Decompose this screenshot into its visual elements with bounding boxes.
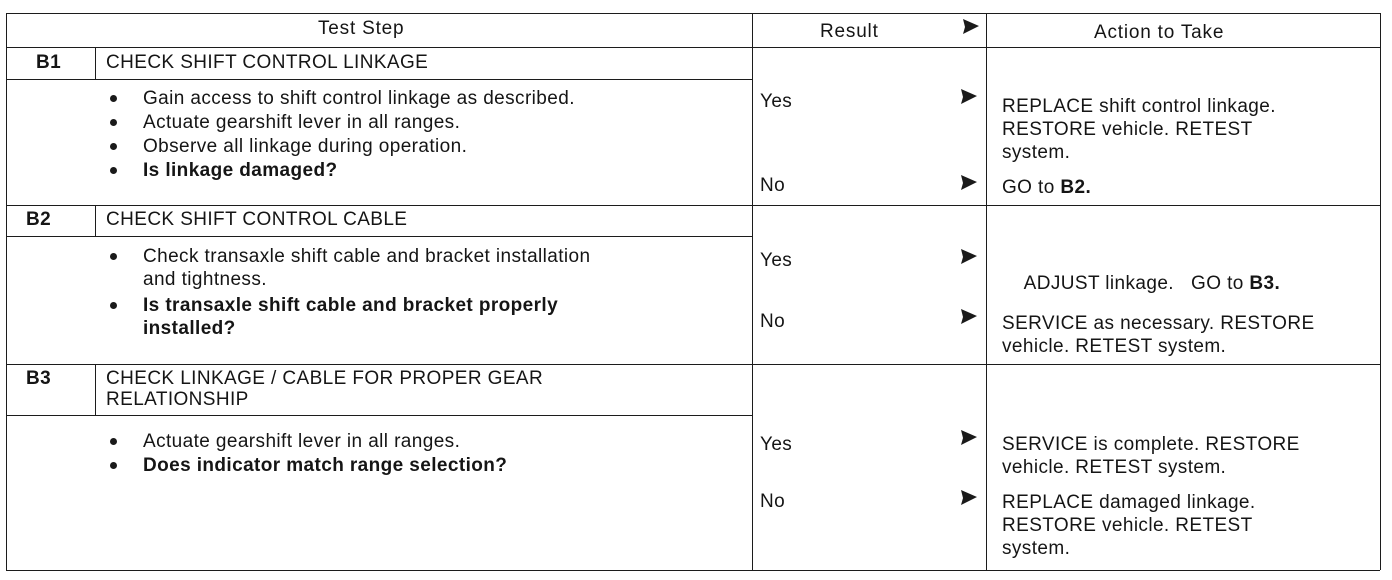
table-border-right xyxy=(1380,13,1381,570)
b2-bullet-1-line-2: and tightness. xyxy=(143,269,267,290)
b1-action-no: GO to B2. xyxy=(1002,177,1091,199)
b2-action-yes-ref: B3. xyxy=(1249,273,1281,294)
b3-action-no-line-2: RESTORE vehicle. RETEST xyxy=(1002,515,1253,536)
b2-result-no: No xyxy=(760,311,786,332)
b3-result-yes: Yes xyxy=(760,434,793,455)
b1-action-yes-line-2: RESTORE vehicle. RETEST xyxy=(1002,119,1253,140)
b2-title-divider xyxy=(6,236,752,237)
b1-bullet-2: Actuate gearshift lever in all ranges. xyxy=(143,112,461,133)
b3-title-divider xyxy=(6,415,752,416)
b1-title-divider xyxy=(6,79,752,80)
b2-bullet-2-line-2: installed? xyxy=(143,318,236,339)
step-title-b1: CHECK SHIFT CONTROL LINKAGE xyxy=(106,52,429,73)
b3-action-yes-line-2: vehicle. RETEST system. xyxy=(1002,457,1227,478)
b1-action-yes-line-1: REPLACE shift control linkage. xyxy=(1002,96,1276,117)
b1-action-no-text: GO to xyxy=(1002,177,1061,198)
header-action: Action to Take xyxy=(1094,22,1225,43)
b1-result-yes: Yes xyxy=(760,91,793,112)
b2-bullet-2-line-1: Is transaxle shift cable and bracket pro… xyxy=(143,295,559,316)
b1-action-no-ref: B2. xyxy=(1060,177,1092,198)
bullet-icon xyxy=(110,302,117,309)
step-id-divider-b3 xyxy=(95,364,96,415)
table-border-bottom xyxy=(6,570,1380,571)
section-divider-b3 xyxy=(6,364,1380,365)
step-id-b3: B3 xyxy=(26,368,52,389)
right-arrow-icon xyxy=(960,489,978,507)
column-divider-result xyxy=(752,13,753,570)
b2-bullet-1-line-1: Check transaxle shift cable and bracket … xyxy=(143,246,591,267)
b2-action-no-line-2: vehicle. RETEST system. xyxy=(1002,336,1227,357)
right-arrow-icon xyxy=(960,429,978,447)
b1-bullet-3: Observe all linkage during operation. xyxy=(143,136,468,157)
section-divider-b2 xyxy=(6,205,1380,206)
right-arrow-icon xyxy=(962,18,980,36)
right-arrow-icon xyxy=(960,88,978,106)
step-id-b1: B1 xyxy=(36,52,62,73)
bullet-icon xyxy=(110,462,117,469)
b3-bullet-1: Actuate gearshift lever in all ranges. xyxy=(143,431,461,452)
b1-bullet-4: Is linkage damaged? xyxy=(143,160,338,181)
b3-action-yes-line-1: SERVICE is complete. RESTORE xyxy=(1002,434,1300,455)
bullet-icon xyxy=(110,143,117,150)
bullet-icon xyxy=(110,253,117,260)
step-id-b2: B2 xyxy=(26,209,52,230)
b3-result-no: No xyxy=(760,491,786,512)
b1-result-no: No xyxy=(760,175,786,196)
step-title-b2: CHECK SHIFT CONTROL CABLE xyxy=(106,209,408,230)
b2-result-yes: Yes xyxy=(760,250,793,271)
step-id-divider-b2 xyxy=(95,205,96,236)
step-title-b3-line-2: RELATIONSHIP xyxy=(106,389,249,410)
header-result: Result xyxy=(820,21,879,42)
b3-bullet-2: Does indicator match range selection? xyxy=(143,455,508,476)
b2-action-yes: ADJUST linkage. GO to B3. xyxy=(1002,251,1280,317)
b2-action-yes-text: ADJUST linkage. GO to xyxy=(1023,273,1250,294)
table-border-top xyxy=(6,13,1380,14)
step-id-divider-b1 xyxy=(95,47,96,79)
b2-action-no-line-1: SERVICE as necessary. RESTORE xyxy=(1002,313,1315,334)
right-arrow-icon xyxy=(960,308,978,326)
bullet-icon xyxy=(110,438,117,445)
step-title-b3-line-1: CHECK LINKAGE / CABLE FOR PROPER GEAR xyxy=(106,368,544,389)
bullet-icon xyxy=(110,167,117,174)
b3-action-no-line-3: system. xyxy=(1002,538,1071,559)
bullet-icon xyxy=(110,95,117,102)
b1-bullet-1: Gain access to shift control linkage as … xyxy=(143,88,575,109)
header-divider xyxy=(6,47,1380,48)
b1-action-yes-line-3: system. xyxy=(1002,142,1071,163)
b3-action-no-line-1: REPLACE damaged linkage. xyxy=(1002,492,1256,513)
header-test-step: Test Step xyxy=(318,18,405,39)
right-arrow-icon xyxy=(960,174,978,192)
right-arrow-icon xyxy=(960,248,978,266)
column-divider-action xyxy=(986,13,987,570)
bullet-icon xyxy=(110,119,117,126)
table-border-left xyxy=(6,13,7,570)
